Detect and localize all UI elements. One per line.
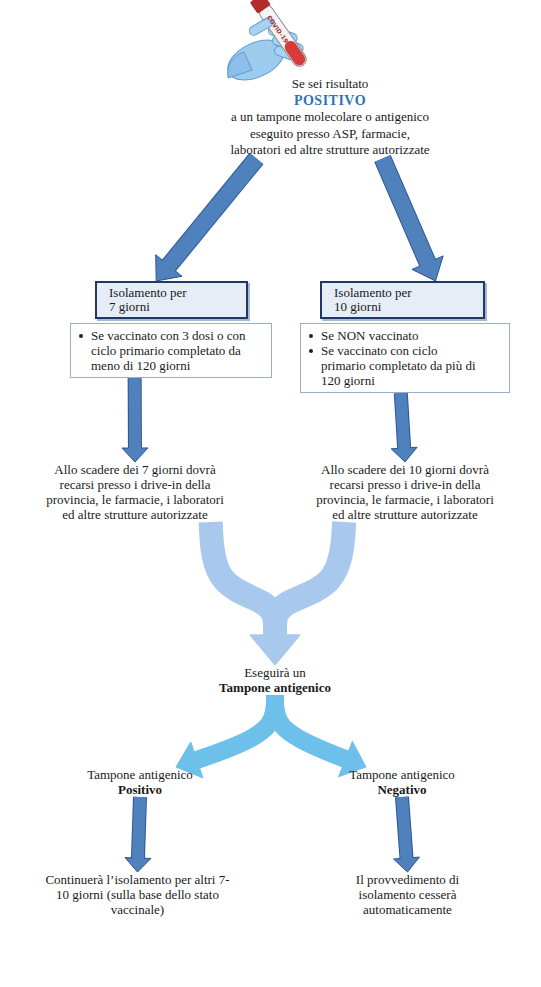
node-text: Il provvedimento di isolamento cesserà a… — [340, 872, 475, 917]
node-text: Se NON vaccinato — [307, 328, 483, 343]
test-text: Eseguirà unTampone antigenico — [195, 665, 355, 695]
criteria-box: Se NON vaccinatoSe vaccinato con ciclo p… — [300, 323, 510, 393]
arrow-shaft — [383, 159, 428, 264]
arrow-outline — [138, 797, 140, 859]
node-text: Allo scadere dei 7 giorni dovrà recarsi … — [45, 462, 225, 522]
node-text: Tampone antigenico — [80, 767, 200, 782]
block-arrow — [394, 797, 420, 872]
arrow-shaft — [168, 159, 256, 267]
arrow-outline — [402, 797, 407, 859]
node-text: Se sei risultato — [225, 76, 435, 93]
step-text: Allo scadere dei 7 giorni dovrà recarsi … — [45, 462, 225, 522]
arrow-outline — [383, 159, 428, 264]
block-arrow — [250, 522, 344, 665]
node-text: POSITIVO — [225, 93, 435, 110]
node-text: Continuerà l’isolamento per altri 7-10 g… — [40, 872, 235, 917]
arrow-shaft — [275, 695, 346, 759]
arrow-head — [394, 857, 420, 872]
arrow-head — [250, 635, 300, 665]
block-arrow — [275, 695, 366, 777]
node-text: Tampone antigenico — [342, 767, 462, 782]
block-arrow — [176, 695, 275, 778]
arrow-shaft — [196, 695, 275, 760]
block-arrow — [122, 378, 148, 462]
result-text: Tampone antigenicoPositivo — [80, 767, 200, 797]
arrow-shaft — [402, 797, 407, 859]
block-arrow — [125, 797, 151, 872]
node-text: Se vaccinato con ciclo primario completa… — [307, 343, 483, 388]
node-text: Negativo — [342, 782, 462, 797]
arrow-shaft — [401, 393, 404, 449]
arrow-head — [122, 448, 148, 462]
isolation-box: Isolamento per 7 giorni — [95, 281, 248, 319]
block-arrow — [383, 159, 444, 282]
arrow-shaft — [275, 522, 344, 636]
node-text: Allo scadere dei 10 giorni dovrà recarsi… — [310, 462, 500, 522]
block-arrow — [391, 393, 417, 462]
arrow-head — [125, 858, 151, 872]
arrow-outline — [168, 159, 256, 267]
result-text: Tampone antigenicoNegativo — [342, 767, 462, 797]
arrow-shaft — [138, 797, 140, 859]
node-text: Positivo — [80, 782, 200, 797]
block-arrow — [156, 159, 257, 282]
outcome-text: Continuerà l’isolamento per altri 7-10 g… — [40, 872, 235, 917]
result-text: Se sei risultatoPOSITIVOa un tampone mol… — [225, 76, 435, 159]
test-tube — [250, 0, 310, 70]
outcome-text: Il provvedimento di isolamento cesserà a… — [340, 872, 475, 917]
node-text: Tampone antigenico — [195, 680, 355, 695]
arrow-outline — [128, 378, 142, 449]
node-text: Isolamento per 7 giorni — [109, 286, 187, 314]
arrow-outline — [401, 393, 404, 449]
arrow-head — [391, 447, 417, 462]
node-text: Eseguirà un — [195, 665, 355, 680]
step-text: Allo scadere dei 10 giorni dovrà recarsi… — [310, 462, 500, 522]
arrow-head — [250, 635, 300, 665]
criteria-box: Se vaccinato con 3 dosi o con ciclo prim… — [70, 323, 272, 378]
node-text: a un tampone molecolare o antigenico ese… — [225, 109, 435, 159]
node-text: Isolamento per 10 giorni — [334, 286, 412, 314]
arrow-shaft — [129, 378, 141, 449]
node-text: Se vaccinato con 3 dosi o con ciclo prim… — [77, 328, 263, 373]
isolation-box: Isolamento per 10 giorni — [320, 281, 485, 319]
